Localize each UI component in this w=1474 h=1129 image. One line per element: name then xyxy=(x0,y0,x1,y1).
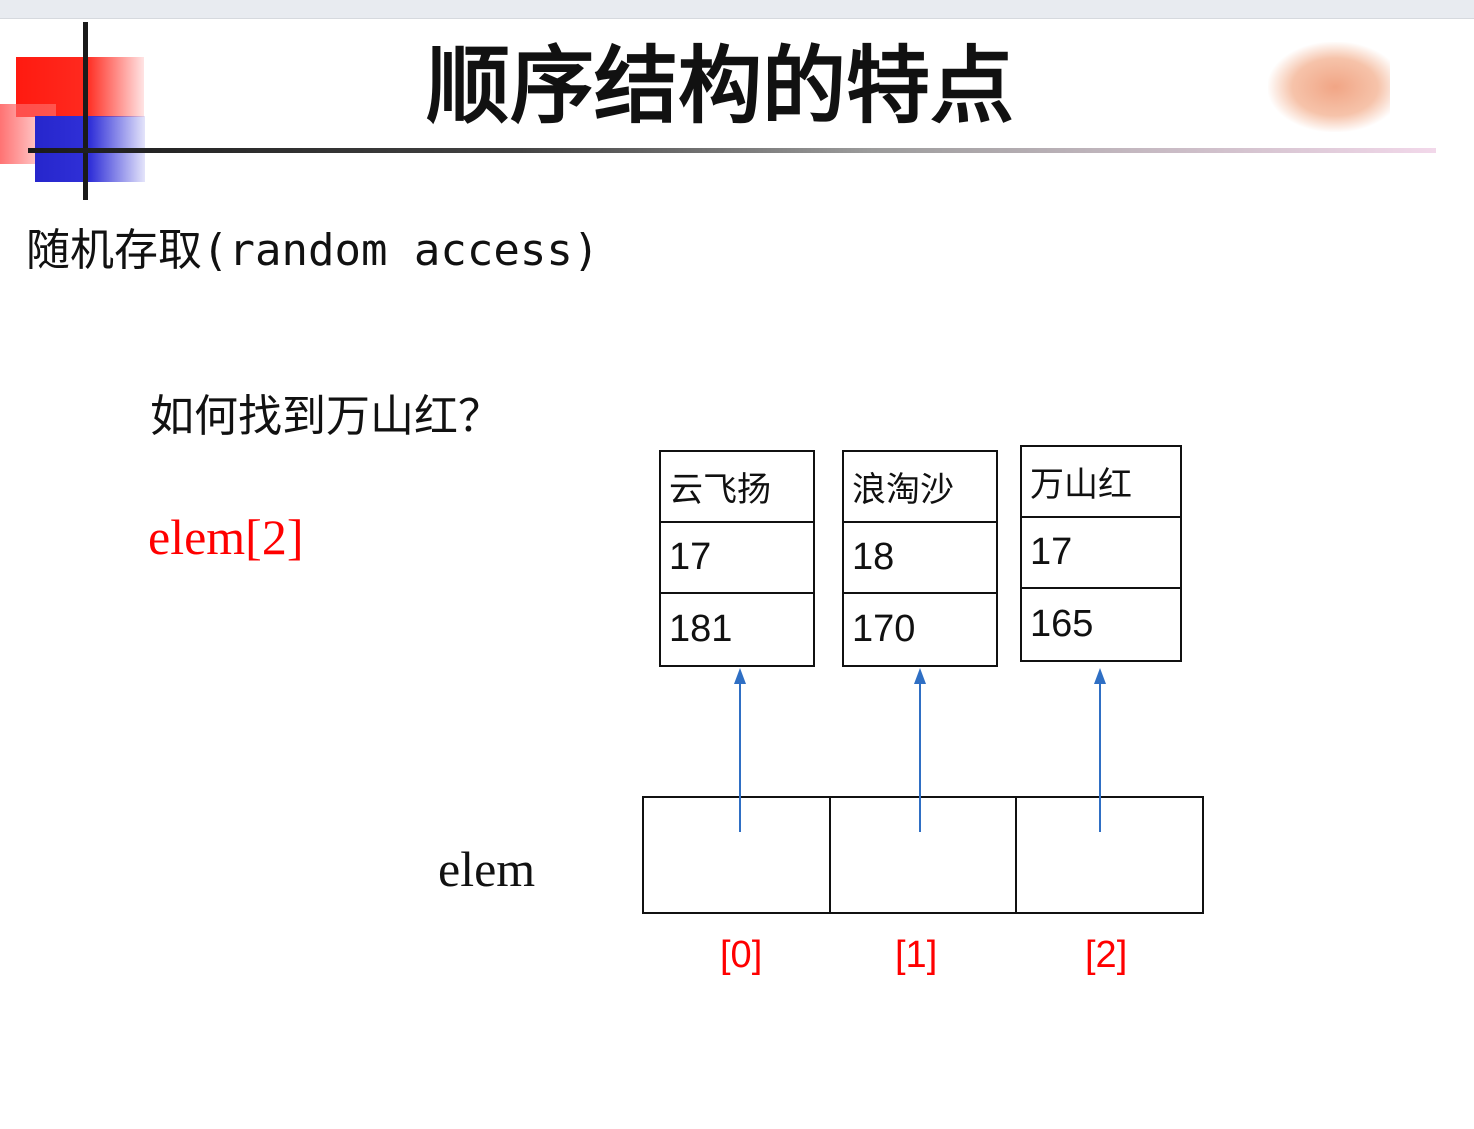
record-height: 170 xyxy=(852,608,916,650)
record-height: 181 xyxy=(669,608,733,650)
top-border xyxy=(0,0,1474,19)
question: 如何找到万山红？ xyxy=(150,391,502,442)
record-1: 浪淘沙 18 170 xyxy=(842,450,998,667)
record-height: 165 xyxy=(1030,603,1094,645)
record-2: 万山红 17 165 xyxy=(1020,445,1182,662)
index-label-2: [2] xyxy=(1085,934,1128,976)
record-age: 17 xyxy=(1022,518,1180,589)
record-name: 浪淘沙 xyxy=(844,452,996,523)
pointer-array xyxy=(642,796,1204,914)
array-slot-0 xyxy=(644,798,831,912)
record-age: 18 xyxy=(844,523,996,594)
decor-orange-blob xyxy=(1268,42,1390,132)
decor-vertical-line xyxy=(83,22,88,200)
array-label: elem xyxy=(438,841,536,897)
record-age: 17 xyxy=(661,523,813,594)
array-slot-1 xyxy=(831,798,1018,912)
record-name: 万山红 xyxy=(1022,447,1180,518)
record-name: 云飞扬 xyxy=(661,452,813,523)
slide-title: 顺序结构的特点 xyxy=(425,36,1014,135)
record-0: 云飞扬 17 181 xyxy=(659,450,815,667)
title-underline xyxy=(28,148,1436,153)
subtitle: 随机存取(random access) xyxy=(26,225,600,276)
index-label-1: [1] xyxy=(895,934,938,976)
index-label-0: [0] xyxy=(720,934,763,976)
answer: elem[2] xyxy=(148,509,304,565)
array-slot-2 xyxy=(1017,798,1202,912)
